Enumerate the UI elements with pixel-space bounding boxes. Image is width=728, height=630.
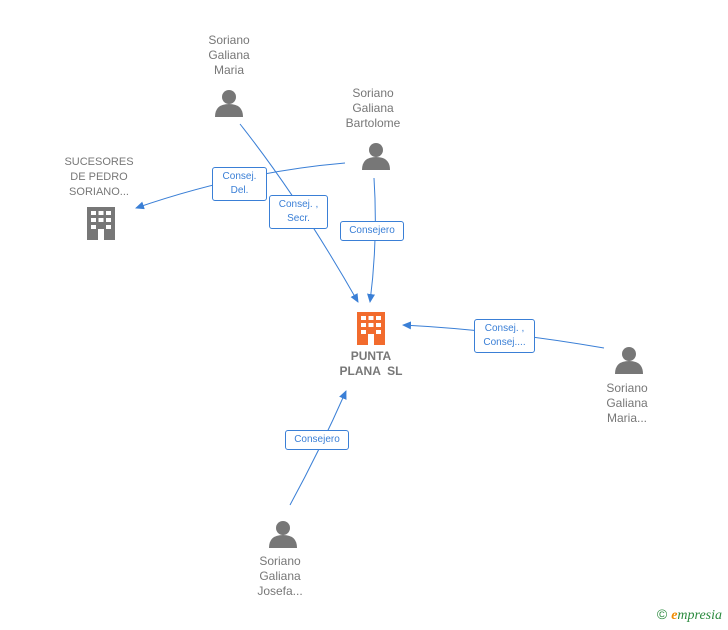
label-line: Maria... <box>606 411 647 425</box>
label-line: DE PEDRO <box>70 171 128 183</box>
label-line: PUNTA <box>350 349 392 363</box>
label-line: Galiana <box>259 569 301 583</box>
edge-label-line: Del. <box>230 185 249 196</box>
person-icon[interactable] <box>362 143 390 170</box>
edge-label-line: Consej. , <box>278 199 319 210</box>
label-line: Soriano <box>352 86 394 100</box>
brand-logo[interactable]: ©empresia <box>657 606 722 624</box>
person-label-josefa[interactable]: Soriano Galiana Josefa... <box>240 554 320 599</box>
label-line: PLANA SL <box>339 364 403 378</box>
edge-label-line: Consej. <box>222 171 257 182</box>
edge-label-consej-right[interactable]: Consej. , Consej.... <box>474 319 535 353</box>
label-line: Soriano <box>208 33 250 47</box>
copyright-icon: © <box>656 606 668 622</box>
edge-label-line: Consej. , <box>484 323 525 334</box>
person-label-maria-top[interactable]: Soriano Galiana Maria <box>189 33 269 78</box>
person-icon[interactable] <box>615 347 643 374</box>
building-icon-focus[interactable] <box>357 312 385 345</box>
edge-label-line: Consej.... <box>483 337 526 348</box>
edge-label-consejero-josefa[interactable]: Consejero <box>285 430 349 450</box>
label-line: SORIANO... <box>69 186 129 198</box>
company-label-punta-plana[interactable]: PUNTA PLANA SL <box>321 349 421 379</box>
person-label-maria-right[interactable]: Soriano Galiana Maria... <box>587 381 667 426</box>
brand-initial: e <box>671 608 678 623</box>
label-line: Soriano <box>259 554 301 568</box>
label-line: Galiana <box>606 396 648 410</box>
label-line: SUCESORES <box>64 156 134 168</box>
building-icon[interactable] <box>87 207 115 240</box>
label-line: Galiana <box>352 101 394 115</box>
person-icon[interactable] <box>269 521 297 548</box>
edge-label-line: Consejero <box>294 434 340 445</box>
label-line: Galiana <box>208 48 250 62</box>
person-icon[interactable] <box>215 90 243 117</box>
edge-label-consej-secr[interactable]: Consej. , Secr. <box>269 195 328 229</box>
edge-label-consej-del[interactable]: Consej. Del. <box>212 167 267 201</box>
edge-label-line: Consejero <box>349 225 395 236</box>
person-label-bartolome[interactable]: Soriano Galiana Bartolome <box>333 86 413 131</box>
label-line: Soriano <box>606 381 648 395</box>
brand-name: mpresia <box>677 608 722 623</box>
label-line: Maria <box>213 63 244 77</box>
company-label-sucesores[interactable]: SUCESORES DE PEDRO SORIANO... <box>49 155 149 200</box>
edge-label-consejero-bartolome[interactable]: Consejero <box>340 221 404 241</box>
label-line: Bartolome <box>345 116 401 130</box>
label-line: Josefa... <box>257 584 303 598</box>
edge-label-line: Secr. <box>287 213 310 224</box>
